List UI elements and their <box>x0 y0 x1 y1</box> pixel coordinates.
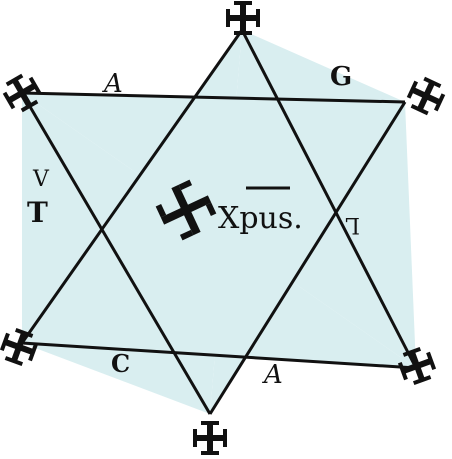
cross-potent-icon <box>226 1 260 35</box>
label-bottom-left: C <box>111 349 130 378</box>
label-bottom-right: A <box>262 360 283 390</box>
triangle-edge-down-top <box>21 91 406 104</box>
center-text-xpus: Xpus. <box>218 201 303 236</box>
label-left-lower: T <box>27 196 48 229</box>
downward-triangle <box>20 91 407 415</box>
cross-potent-icon <box>403 73 449 119</box>
triangle-edge-up-left <box>20 29 244 344</box>
label-left-upper: V <box>32 167 50 192</box>
star-fill <box>22 30 416 414</box>
triangle-edge-down-left <box>20 92 212 415</box>
triangle-edge-down-right <box>208 101 407 415</box>
label-top-left: A <box>102 69 123 99</box>
label-top-right: G <box>330 62 352 92</box>
label-right-middle: L <box>345 212 360 237</box>
triangle-edge-up-bottom <box>21 341 417 370</box>
upward-triangle <box>20 29 418 370</box>
hooked-cross-icon <box>155 179 217 241</box>
triangle-edge-up-right <box>240 29 418 369</box>
cross-potent-icon <box>193 421 227 455</box>
